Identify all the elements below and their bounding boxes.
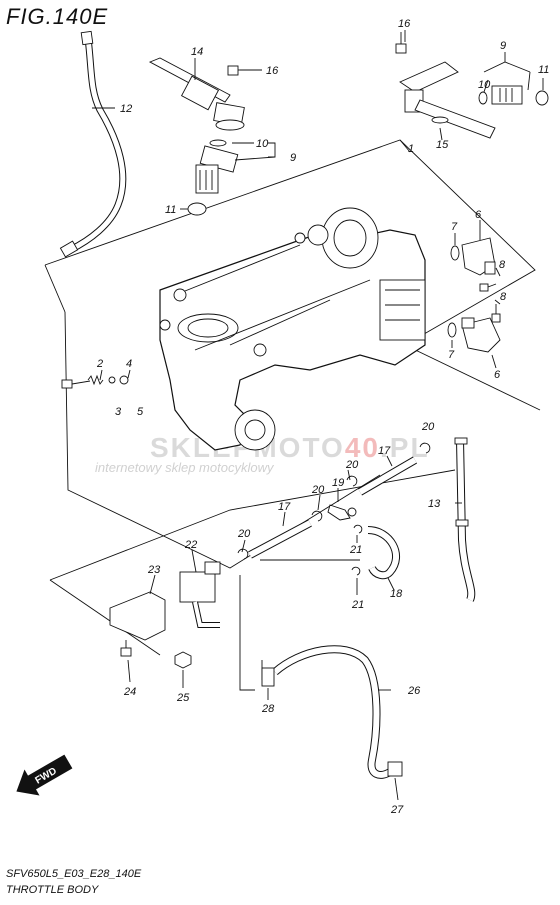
cap-11-right	[535, 90, 549, 106]
label-8-lower: 8	[500, 291, 507, 303]
sensor-6-upper	[461, 237, 496, 276]
joint-19	[327, 504, 357, 521]
label-22: 22	[184, 539, 197, 551]
clip-20-b	[346, 475, 358, 487]
label-27: 27	[390, 804, 404, 816]
spring-3	[87, 374, 104, 386]
label-5: 5	[137, 406, 144, 418]
label-19: 19	[332, 477, 344, 489]
label-6-lower: 6	[494, 369, 501, 381]
screw-8-upper	[479, 283, 497, 292]
clip-20-a	[419, 442, 431, 454]
clamp-28	[261, 667, 275, 687]
injector-9-left	[195, 145, 239, 194]
label-24: 24	[123, 686, 136, 698]
label-3: 3	[115, 406, 122, 418]
label-20-c: 20	[311, 484, 325, 496]
bracket-23	[109, 591, 166, 641]
injector-9-right	[491, 85, 523, 105]
label-2: 2	[96, 358, 103, 370]
clip-20-c	[311, 510, 323, 522]
label-7-upper: 7	[451, 221, 458, 233]
label-13: 13	[428, 498, 441, 510]
label-9-right: 9	[500, 40, 506, 52]
label-10-left: 10	[256, 138, 269, 150]
washer-4	[108, 376, 116, 384]
label-15: 15	[436, 139, 449, 151]
cap-11-left	[187, 202, 207, 216]
label-12: 12	[120, 103, 132, 115]
label-8-upper: 8	[499, 259, 506, 271]
label-23: 23	[147, 564, 161, 576]
bolt-24	[120, 640, 132, 657]
screw-8-lower	[491, 304, 501, 323]
throttle-body-1	[159, 207, 426, 451]
watermark-tagline: internetowy sklep motocyklowy	[95, 460, 274, 475]
clip-21-b	[351, 566, 361, 576]
figure-title: FIG.140E	[6, 4, 109, 29]
label-16-upper: 16	[266, 65, 279, 77]
bolt-16-right	[395, 32, 407, 54]
nut-25	[174, 651, 192, 669]
label-21-b: 21	[351, 599, 364, 611]
bolt-16-upper	[227, 65, 250, 76]
label-11-left: 11	[165, 204, 176, 216]
assembly-outline-upper	[44, 139, 536, 346]
watermark-brand-c: 40	[344, 432, 380, 463]
label-17-lower: 17	[278, 501, 291, 513]
nut-5	[119, 375, 129, 385]
label-20-a: 20	[421, 421, 435, 433]
label-28: 28	[261, 703, 275, 715]
label-20-d: 20	[237, 528, 251, 540]
label-1: 1	[408, 143, 414, 155]
label-25: 25	[176, 692, 190, 704]
part-number-labels: 12 14 16 10 9 11 16 9 10 11 15 1 7 6 8 8…	[96, 18, 549, 816]
label-20-b: 20	[345, 459, 359, 471]
fuel-rail-14	[148, 57, 245, 131]
label-4: 4	[126, 358, 132, 370]
label-6-upper: 6	[475, 209, 482, 221]
clamp-27	[387, 761, 403, 777]
o-ring-7-lower	[447, 322, 457, 338]
screw-2	[61, 379, 91, 389]
fwd-direction-badge: FWD	[16, 754, 73, 796]
solenoid-valve-22	[179, 561, 221, 628]
label-14: 14	[191, 46, 203, 58]
label-10-right: 10	[478, 79, 491, 91]
fuel-rail-15	[399, 61, 496, 139]
label-17-upper: 17	[378, 445, 391, 457]
label-21-a: 21	[349, 544, 362, 556]
section-name: THROTTLE BODY	[6, 884, 99, 896]
o-ring-7-upper	[450, 245, 460, 261]
label-7-lower: 7	[448, 349, 455, 361]
model-code: SFV650L5_E03_E28_140E	[6, 868, 142, 880]
clip-20-d	[237, 548, 249, 560]
o-ring-10-left	[209, 139, 227, 147]
label-9-left: 9	[290, 152, 296, 164]
clip-21-a	[353, 524, 363, 534]
label-16-right: 16	[398, 18, 411, 30]
label-11-right: 11	[538, 64, 549, 76]
label-18: 18	[390, 588, 403, 600]
sensor-6-lower	[461, 317, 501, 353]
label-26: 26	[407, 685, 421, 697]
o-ring-10-right	[478, 91, 488, 105]
